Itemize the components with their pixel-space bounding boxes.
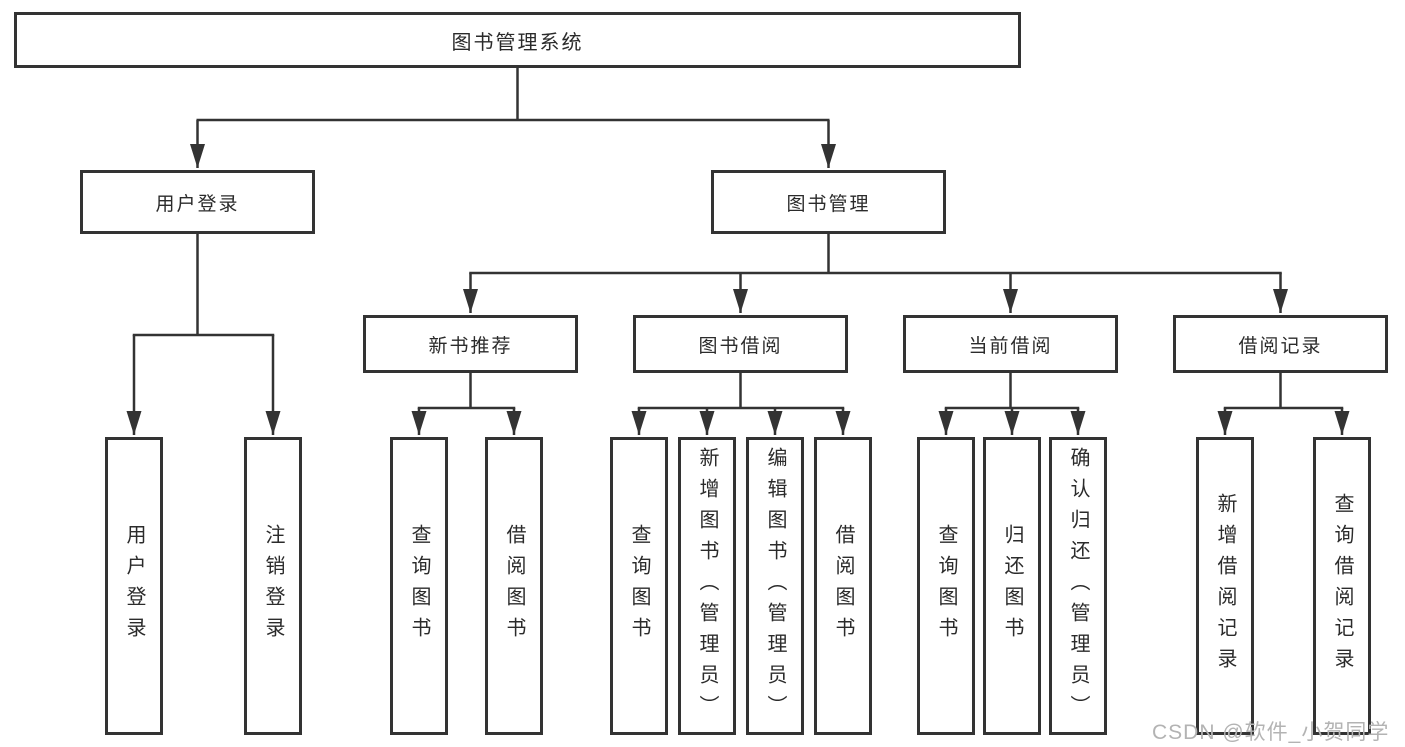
node-label: 编辑图书（管理员） [764, 446, 786, 726]
node-label: 归还图书 [1001, 524, 1023, 648]
node-label: 查询借阅记录 [1331, 493, 1353, 679]
node-current-borrowing: 当前借阅 [903, 315, 1118, 373]
node-label: 查询图书 [935, 524, 957, 648]
node-borrow-books-recommend: 借阅图书 [485, 437, 543, 735]
node-label: 图书借阅 [698, 335, 783, 357]
node-query-books-borrow: 查询图书 [610, 437, 668, 735]
node-label: 注销登录 [262, 524, 284, 648]
node-label: 用户登录 [123, 524, 145, 648]
node-add-borrow-record: 新增借阅记录 [1196, 437, 1254, 735]
node-label: 当前借阅 [968, 335, 1053, 357]
node-user-login-leaf: 用户登录 [105, 437, 163, 735]
node-label: 借阅图书 [503, 524, 525, 648]
node-label: 查询图书 [408, 524, 430, 648]
node-query-books-current: 查询图书 [917, 437, 975, 735]
node-label: 借阅记录 [1238, 335, 1323, 357]
node-borrowing-records: 借阅记录 [1173, 315, 1388, 373]
node-edit-books-admin: 编辑图书（管理员） [746, 437, 804, 735]
node-add-books-admin: 新增图书（管理员） [678, 437, 736, 735]
node-label: 查询图书 [628, 524, 650, 648]
node-label: 用户登录 [155, 193, 240, 215]
node-label: 借阅图书 [832, 524, 854, 648]
node-book-management: 图书管理 [711, 170, 946, 234]
node-label: 新增图书（管理员） [696, 446, 718, 726]
csdn-watermark: CSDN @软件_小贺同学 [1152, 721, 1390, 744]
node-logout: 注销登录 [244, 437, 302, 735]
node-return-books: 归还图书 [983, 437, 1041, 735]
node-label: 新书推荐 [428, 335, 513, 357]
node-confirm-return-admin: 确认归还（管理员） [1049, 437, 1107, 735]
node-query-borrow-record: 查询借阅记录 [1313, 437, 1371, 735]
node-label: 确认归还（管理员） [1067, 446, 1089, 726]
node-borrow-books: 借阅图书 [814, 437, 872, 735]
node-label: 图书管理系统 [451, 31, 584, 54]
node-label: 图书管理 [786, 193, 871, 215]
node-label: 新增借阅记录 [1214, 493, 1236, 679]
node-library-management-system: 图书管理系统 [14, 12, 1021, 68]
node-book-borrowing: 图书借阅 [633, 315, 848, 373]
node-query-books-recommend: 查询图书 [390, 437, 448, 735]
node-user-login: 用户登录 [80, 170, 315, 234]
node-new-book-recommendation: 新书推荐 [363, 315, 578, 373]
